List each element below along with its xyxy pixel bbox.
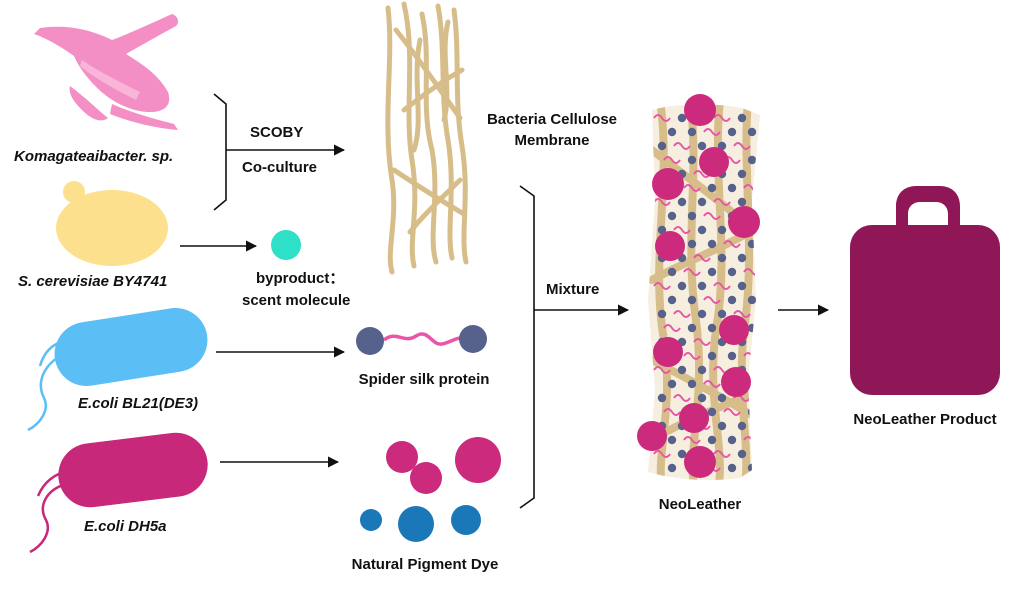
scoby-label: SCOBY (250, 124, 304, 141)
pigment-dye-label: Natural Pigment Dye (351, 556, 499, 573)
scent-molecule-label: scent molecule (242, 292, 351, 309)
spider-silk-label: Spider silk protein (358, 371, 490, 388)
komagataeibacter-label: Komagateaibacter. sp. (14, 148, 174, 165)
neoleather-composite-icon (637, 94, 760, 480)
pigment-dye-icon (360, 437, 501, 542)
cellulose-label-line2: Membrane (514, 132, 590, 149)
mixture-label: Mixture (546, 281, 600, 298)
spider-silk-protein-icon (356, 325, 487, 355)
ecoli-bl21-icon (27, 307, 208, 432)
komagataeibacter-icon (34, 14, 179, 130)
coculture-label: Co-culture (242, 159, 317, 176)
mixture-bracket (519, 185, 535, 509)
coculture-bracket (213, 93, 227, 211)
yeast-icon (56, 181, 168, 266)
cellulose-fiber-icon (385, 1, 469, 275)
cellulose-label-line1: Bacteria Cellulose (486, 111, 618, 128)
scent-molecule-icon (271, 230, 301, 260)
ecoli-bl21-label: E.coli BL21(DE3) (78, 395, 199, 412)
ecoli-dh5a-icon (29, 432, 208, 554)
neoleather-label: NeoLeather (658, 496, 742, 513)
yeast-label: S. cerevisiae BY4741 (18, 273, 168, 290)
byproduct-label: byproduct： (256, 270, 345, 287)
neoleather-bag-icon (850, 186, 1000, 395)
neoleather-product-label: NeoLeather Product (853, 411, 997, 428)
ecoli-dh5a-label: E.coli DH5a (84, 518, 167, 535)
